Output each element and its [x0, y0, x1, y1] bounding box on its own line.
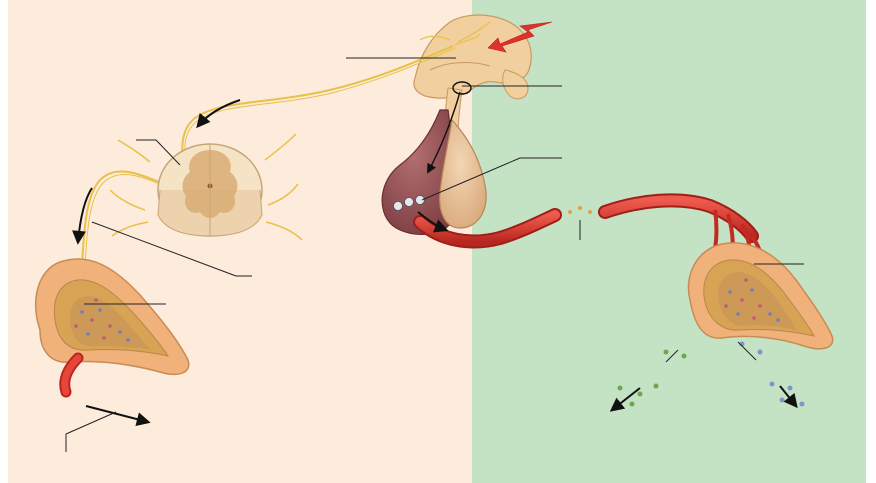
hormonal-pathway-panel [472, 0, 866, 483]
